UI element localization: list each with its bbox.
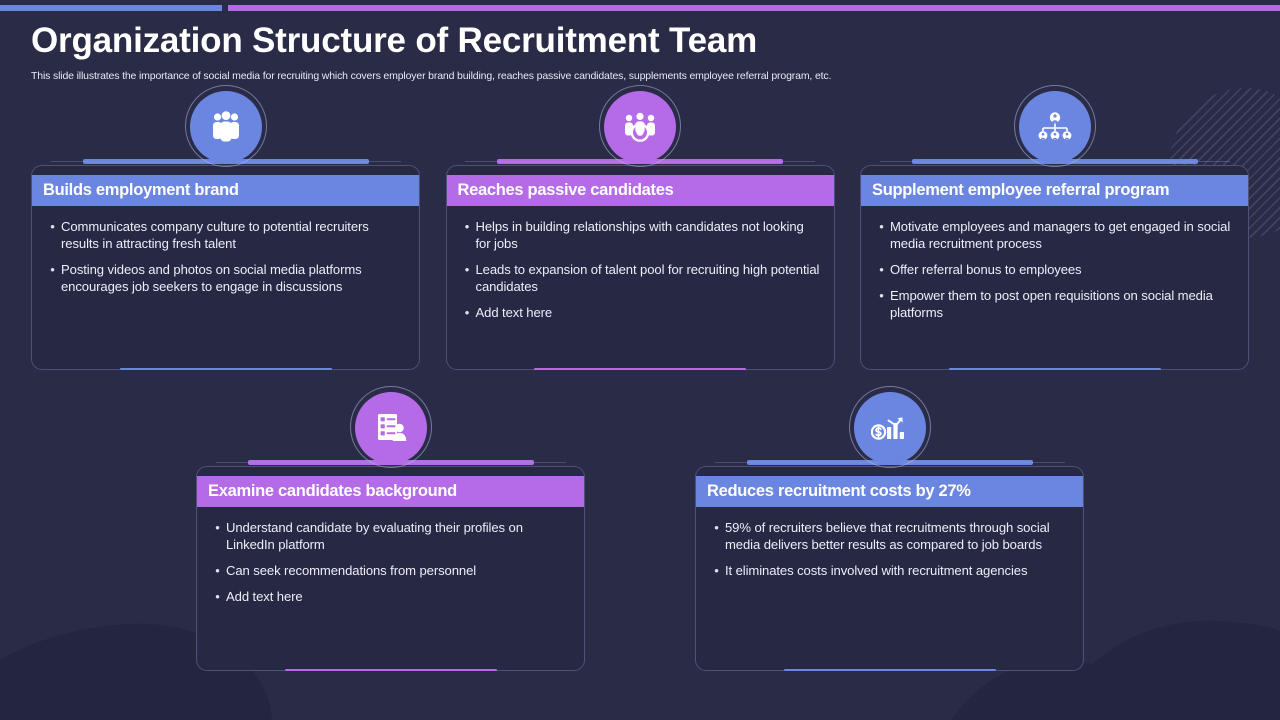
card-title: Supplement employee referral program [872, 181, 1170, 199]
bullet-text: Add text here [226, 589, 303, 604]
icon-ring [1013, 85, 1096, 167]
page-subtitle: This slide illustrates the importance of… [31, 69, 832, 82]
card-title: Reaches passive candidates [457, 181, 674, 199]
bullet-text: Communicates company culture to potentia… [61, 219, 369, 251]
card-row-top: Builds employment brand • Communicates c… [31, 85, 1249, 370]
bullet-glyph: • [879, 288, 884, 303]
card-icon-cap [32, 85, 419, 167]
bullet-glyph: • [879, 262, 884, 277]
card-icon-cap [197, 386, 584, 468]
card-reduces-recruitment-costs[interactable]: Reduces recruitment costs by 27% • 59% o… [695, 386, 1084, 671]
bullet-text: Leads to expansion of talent pool for re… [475, 262, 820, 294]
card-icon-cap [861, 85, 1248, 167]
bullet-text: Can seek recommendations from personnel [226, 563, 477, 578]
bullet-text: Empower them to post open requisitions o… [890, 288, 1213, 320]
bullet-text: Posting videos and photos on social medi… [61, 262, 362, 294]
page-title: Organization Structure of Recruitment Te… [31, 21, 758, 60]
list-item: • Leads to expansion of talent pool for … [459, 261, 820, 295]
card-title: Reduces recruitment costs by 27% [707, 482, 971, 500]
list-item: • Offer referral bonus to employees [873, 261, 1234, 278]
card-title: Builds employment brand [43, 181, 239, 199]
list-item: • Empower them to post open requisitions… [873, 287, 1234, 321]
list-item: • Communicates company culture to potent… [44, 218, 405, 252]
top-accent-bar-purple [228, 5, 1280, 11]
card-icon-cap [696, 386, 1083, 468]
card-row-bottom: Examine candidates background • Understa… [196, 386, 1084, 671]
top-accent-bar-blue [0, 5, 222, 11]
slide-header: Organization Structure of Recruitment Te… [31, 21, 1249, 82]
card-reaches-passive-candidates[interactable]: Reaches passive candidates • Helps in bu… [445, 85, 835, 370]
list-item: • Add text here [209, 588, 570, 605]
card-icon-cap [447, 85, 834, 167]
list-item: • It eliminates costs involved with recr… [708, 562, 1069, 579]
card-bottom-accent [948, 368, 1161, 370]
resume-checklist-icon [354, 392, 427, 464]
bullet-text: Helps in building relationships with can… [475, 219, 804, 251]
card-header-band: Builds employment brand [32, 175, 419, 206]
icon-ring [349, 386, 432, 468]
card-bullet-list: • Motivate employees and managers to get… [873, 218, 1234, 330]
icon-ring [599, 85, 681, 167]
card-header-band: Reduces recruitment costs by 27% [696, 476, 1083, 507]
bullet-text: Add text here [475, 305, 553, 320]
candidate-group-target-icon [604, 91, 676, 163]
bullet-glyph: • [215, 520, 220, 535]
card-bullet-list: • Helps in building relationships with c… [459, 218, 820, 330]
icon-ring [184, 85, 267, 167]
list-item: • Helps in building relationships with c… [459, 218, 820, 252]
bullet-glyph: • [215, 563, 220, 578]
wave-shape-bottom-right [1051, 604, 1280, 720]
bullet-glyph: • [714, 563, 719, 578]
bullet-text: 59% of recruiters believe that recruitme… [725, 520, 1050, 552]
list-item: • Motivate employees and managers to get… [873, 218, 1234, 252]
list-item: • Posting videos and photos on social me… [44, 261, 405, 295]
card-builds-employment-brand[interactable]: Builds employment brand • Communicates c… [31, 85, 420, 370]
bullet-glyph: • [714, 520, 719, 535]
bullet-text: Motivate employees and managers to get e… [890, 219, 1231, 251]
bullet-glyph: • [879, 219, 884, 234]
cost-decline-chart-icon [853, 392, 926, 464]
bullet-glyph: • [464, 219, 470, 234]
list-item: • 59% of recruiters believe that recruit… [708, 519, 1069, 553]
card-header-band: Supplement employee referral program [861, 175, 1248, 206]
card-header-band: Examine candidates background [197, 476, 584, 507]
icon-ring [848, 386, 931, 468]
list-item: • Understand candidate by evaluating the… [209, 519, 570, 553]
card-bottom-accent [783, 669, 996, 671]
org-chart-icon [1018, 91, 1091, 163]
bullet-glyph: • [464, 305, 470, 320]
bullet-glyph: • [215, 589, 220, 604]
card-title: Examine candidates background [208, 482, 457, 500]
card-bottom-accent [284, 669, 497, 671]
card-header-band: Reaches passive candidates [446, 175, 834, 206]
card-bottom-accent [534, 368, 746, 370]
card-bullet-list: • 59% of recruiters believe that recruit… [708, 519, 1069, 588]
card-bullet-list: • Understand candidate by evaluating the… [209, 519, 570, 614]
bullet-text: It eliminates costs involved with recrui… [725, 563, 1028, 578]
card-examine-candidates-background[interactable]: Examine candidates background • Understa… [196, 386, 585, 671]
bullet-text: Offer referral bonus to employees [890, 262, 1082, 277]
bullet-text: Understand candidate by evaluating their… [226, 520, 523, 552]
list-item: • Can seek recommendations from personne… [209, 562, 570, 579]
card-bottom-accent [119, 368, 332, 370]
bullet-glyph: • [464, 262, 470, 277]
three-people-icon [189, 91, 262, 163]
card-bullet-list: • Communicates company culture to potent… [44, 218, 405, 304]
list-item: • Add text here [459, 304, 820, 321]
bullet-glyph: • [50, 219, 55, 234]
card-supplement-employee-referral-program[interactable]: Supplement employee referral program • M… [860, 85, 1249, 370]
bullet-glyph: • [50, 262, 55, 277]
